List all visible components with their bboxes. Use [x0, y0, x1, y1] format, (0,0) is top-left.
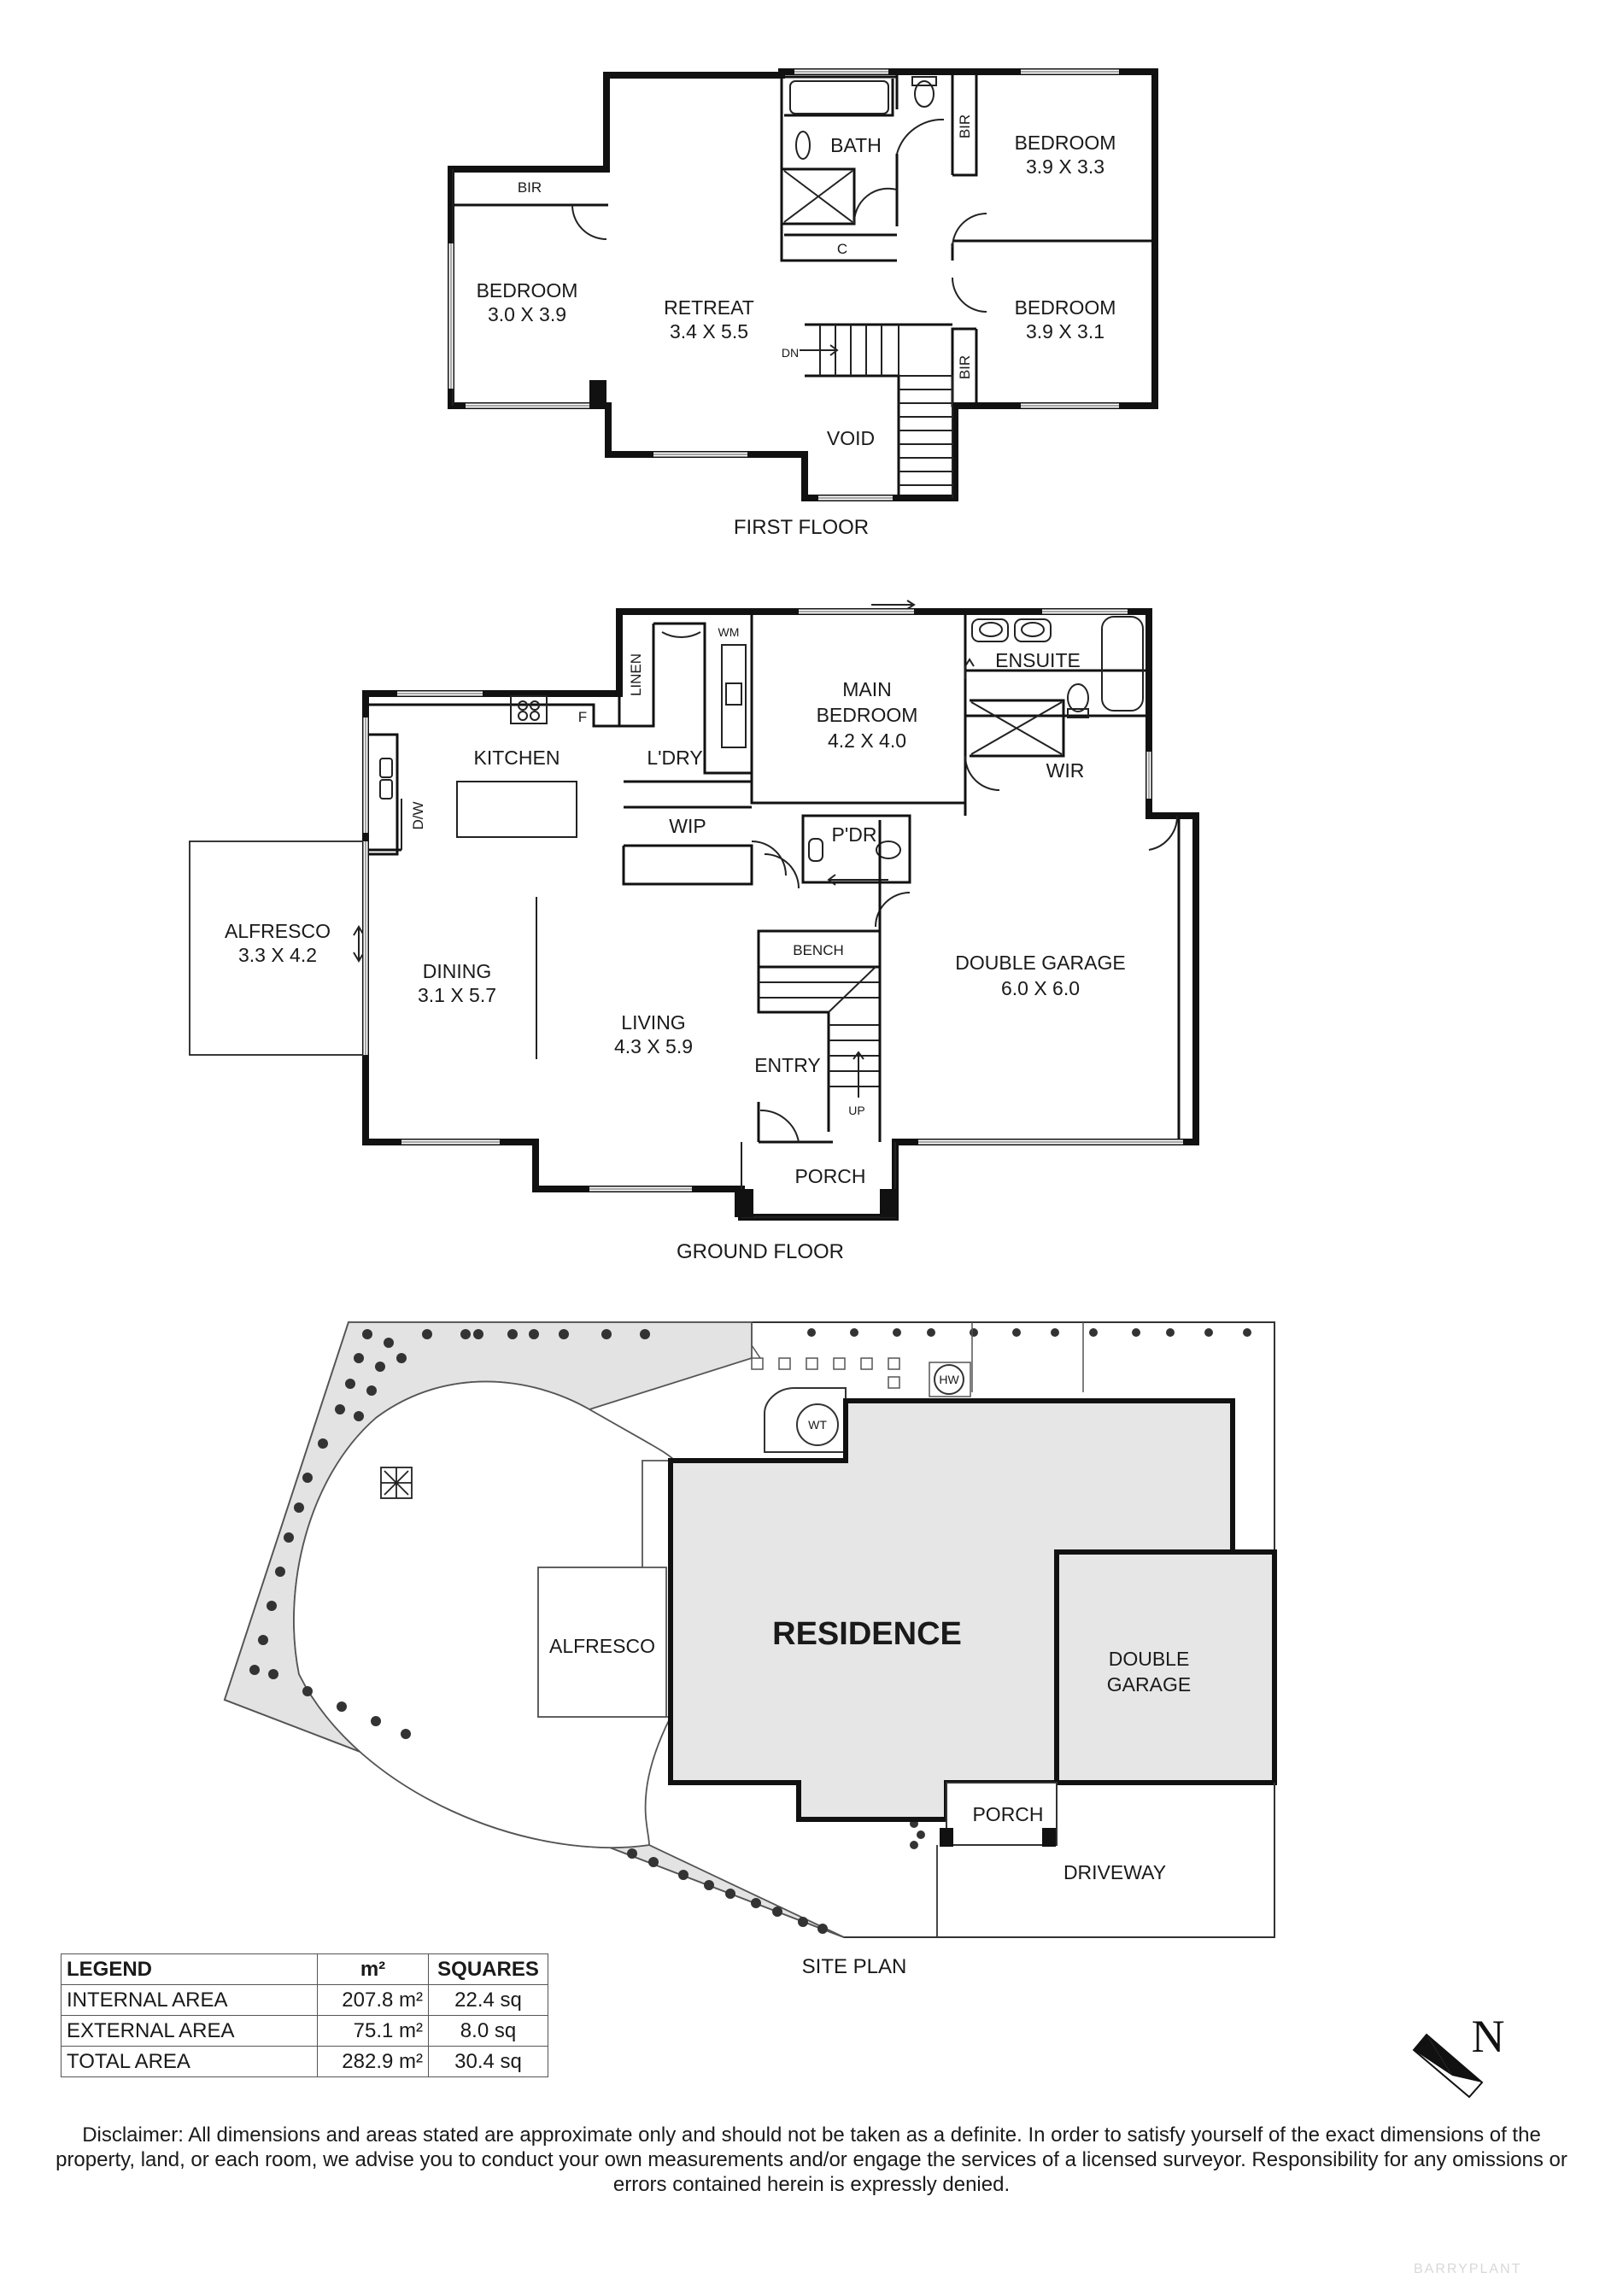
ground-floor-windows	[363, 609, 1183, 1192]
alfresco-name: ALFRESCO	[225, 920, 331, 942]
bedroom-left-size: 3.0 X 3.9	[488, 303, 566, 325]
bedroom-mid-name: BEDROOM	[1015, 296, 1116, 319]
first-floor-windows	[448, 69, 1119, 501]
legend-row-squares: 30.4 sq	[428, 2046, 548, 2077]
bench-label: BENCH	[793, 942, 844, 958]
site-garage-label1: DOUBLE	[1109, 1648, 1190, 1670]
table-row: INTERNAL AREA 207.8 m² 22.4 sq	[61, 1984, 548, 2016]
main-bedroom-name1: MAIN	[842, 678, 892, 700]
bedroom-top-size: 3.9 X 3.3	[1026, 155, 1104, 178]
bir-left-label: BIR	[518, 179, 542, 196]
fridge-label: F	[578, 709, 587, 725]
hot-water-label: HW	[939, 1373, 959, 1386]
site-alfresco	[537, 1567, 667, 1718]
legend-row-label: INTERNAL AREA	[61, 1984, 318, 2016]
kitchen-island	[456, 781, 577, 838]
retreat-name: RETREAT	[664, 296, 754, 319]
north-arrow-icon: N	[1412, 2011, 1505, 2099]
site-plan: RESIDENCE ALFRESCO DOUBLE GARAGE PORCH D…	[223, 1321, 1277, 1978]
disclaimer-text: Disclaimer: All dimensions and areas sta…	[56, 2123, 1567, 2196]
area-legend-table: LEGEND m² SQUARES INTERNAL AREA 207.8 m²…	[61, 1953, 548, 2077]
first-floor-plan: BIR BEDROOM 3.0 X 3.9 RETREAT 3.4 X 5.5 …	[448, 68, 1158, 539]
hedge-dots	[249, 1328, 1251, 1934]
void-label: VOID	[827, 427, 875, 449]
stairs-up-label: UP	[848, 1104, 864, 1117]
powder-label: P'DR	[832, 823, 877, 846]
living-name: LIVING	[621, 1011, 685, 1034]
dining-size: 3.1 X 5.7	[418, 984, 496, 1006]
legend-header-row: LEGEND m² SQUARES	[61, 1953, 548, 1985]
cupboard-label: C	[837, 241, 847, 257]
bedroom-mid-size: 3.9 X 3.1	[1026, 320, 1104, 343]
bir-top-label: BIR	[957, 114, 973, 138]
site-residence-label: RESIDENCE	[772, 1616, 962, 1652]
tree-icon	[380, 1467, 413, 1499]
watermark-logo: BARRYPLANT	[1414, 2262, 1522, 2276]
legend-row-squares: 22.4 sq	[428, 1984, 548, 2016]
legend-header-squares: SQUARES	[428, 1953, 548, 1985]
wip-label: WIP	[669, 815, 706, 837]
legend-row-m2: 282.9 m²	[317, 2046, 429, 2077]
site-alfresco-label: ALFRESCO	[549, 1635, 655, 1657]
legend-header-m2: m²	[317, 1953, 429, 1985]
driveway-label: DRIVEWAY	[1063, 1861, 1166, 1883]
living-size: 4.3 X 5.9	[614, 1035, 693, 1057]
wir-label: WIR	[1046, 759, 1085, 782]
table-row: TOTAL AREA 282.9 m² 30.4 sq	[61, 2046, 548, 2077]
bir-mid-label: BIR	[957, 355, 973, 379]
bath-label: BATH	[830, 134, 882, 156]
site-porch-label: PORCH	[972, 1803, 1043, 1825]
legend-row-label: TOTAL AREA	[61, 2046, 318, 2077]
hot-water-icon	[934, 1364, 964, 1395]
ground-floor-outline	[362, 608, 1199, 1221]
alfresco-size: 3.3 X 4.2	[238, 944, 317, 966]
garage-name: DOUBLE GARAGE	[955, 952, 1125, 974]
dining-name: DINING	[423, 960, 492, 982]
table-row: EXTERNAL AREA 75.1 m² 8.0 sq	[61, 2015, 548, 2047]
bedroom-top-name: BEDROOM	[1015, 132, 1116, 154]
legend-row-m2: 75.1 m²	[317, 2015, 429, 2047]
site-garage	[1054, 1549, 1277, 1785]
first-floor-caption: FIRST FLOOR	[734, 516, 869, 539]
washing-machine-label: WM	[718, 625, 740, 639]
bedroom-left-name: BEDROOM	[477, 279, 578, 302]
laundry-label: L'DRY	[647, 747, 702, 769]
ground-floor-plan: KITCHEN D/W F LINEN WM L'DRY WIP MAIN BE…	[189, 600, 1199, 1263]
stair-treads-first	[819, 325, 952, 486]
stairs-dn-label: DN	[782, 346, 799, 360]
retreat-size: 3.4 X 5.5	[670, 320, 748, 343]
main-bedroom-name2: BEDROOM	[817, 704, 918, 726]
water-tank-icon	[796, 1403, 839, 1446]
garage-size: 6.0 X 6.0	[1001, 977, 1080, 999]
ensuite-label: ENSUITE	[995, 649, 1081, 671]
site-garage-label2: GARAGE	[1107, 1673, 1191, 1696]
porch-label: PORCH	[794, 1165, 865, 1187]
dishwasher-label: D/W	[410, 801, 426, 829]
water-tank-label: WT	[808, 1418, 827, 1432]
main-bedroom-size: 4.2 X 4.0	[828, 729, 906, 752]
legend-row-m2: 207.8 m²	[317, 1984, 429, 2016]
site-plan-caption: SITE PLAN	[802, 1955, 907, 1978]
entry-label: ENTRY	[754, 1054, 821, 1076]
ground-floor-caption: GROUND FLOOR	[677, 1240, 844, 1263]
linen-label: LINEN	[628, 653, 644, 696]
kitchen-label: KITCHEN	[474, 747, 560, 769]
legend-row-squares: 8.0 sq	[428, 2015, 548, 2047]
legend-row-label: EXTERNAL AREA	[61, 2015, 318, 2047]
legend-header-label: LEGEND	[61, 1953, 318, 1985]
north-label: N	[1472, 2011, 1505, 2062]
